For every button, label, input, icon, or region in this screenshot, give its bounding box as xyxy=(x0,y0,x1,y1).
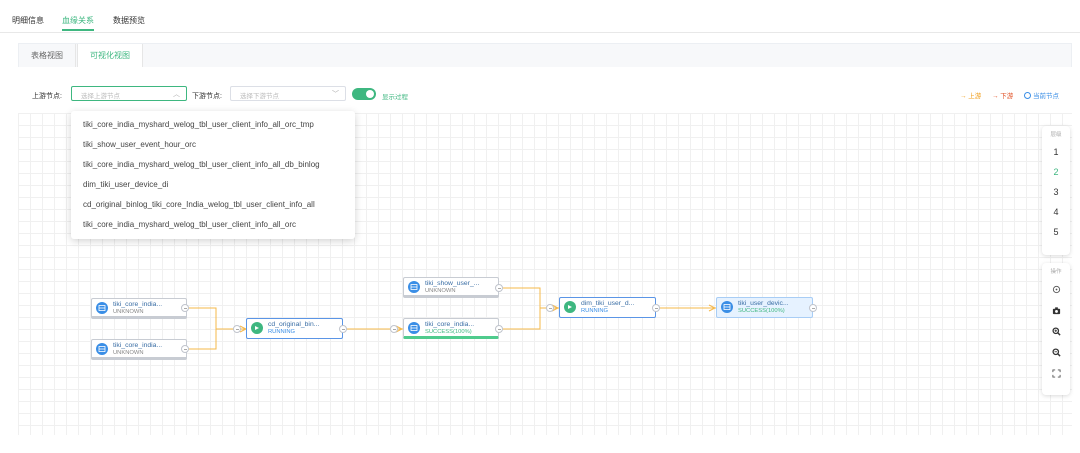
process-icon xyxy=(251,322,263,334)
lineage-node-current[interactable]: tiki_user_devic... SUCCESS(100%) xyxy=(716,297,813,318)
upstream-option[interactable]: dim_tiki_user_device_di xyxy=(83,180,169,189)
zoom-in-button[interactable] xyxy=(1042,321,1070,342)
level-5-button[interactable]: 5 xyxy=(1053,227,1059,237)
upstream-dropdown: tiki_core_india_myshard_welog_tbl_user_c… xyxy=(71,111,355,239)
node-status: RUNNING xyxy=(268,329,296,335)
expand-handle[interactable] xyxy=(546,304,554,312)
node-name: tiki_core_india... xyxy=(113,301,163,308)
collapse-handle[interactable] xyxy=(652,304,660,312)
level-3-button[interactable]: 3 xyxy=(1053,187,1059,197)
legend-upstream: → 上游 xyxy=(960,93,982,100)
edge-5 xyxy=(499,308,541,330)
arrow-3 xyxy=(551,304,560,312)
downstream-select[interactable]: 选择下游节点 ﹀ xyxy=(230,86,346,101)
show-process-toggle[interactable] xyxy=(352,88,376,100)
table-icon xyxy=(408,322,420,334)
edge-1 xyxy=(188,307,246,330)
legend-current-label: 当前节点 xyxy=(1033,93,1059,100)
circle-icon xyxy=(1024,92,1031,99)
upstream-option[interactable]: tiki_core_india_myshard_welog_tbl_user_c… xyxy=(83,160,320,169)
node-status: SUCCESS(100%) xyxy=(425,329,472,335)
arrow-2 xyxy=(395,325,404,333)
lineage-node[interactable]: tiki_core_india... SUCCESS(100%) xyxy=(403,318,499,339)
operations-panel: 操作 xyxy=(1042,263,1070,395)
node-name: cd_original_bin... xyxy=(268,321,320,328)
collapse-handle[interactable] xyxy=(181,345,189,353)
collapse-handle[interactable] xyxy=(495,325,503,333)
node-status: UNKNOWN xyxy=(425,288,456,294)
show-process-label: 显示过程 xyxy=(382,94,408,101)
tab-table-view[interactable]: 表格视图 xyxy=(19,44,76,68)
zoom-out-icon xyxy=(1051,348,1061,357)
tab-visual-view[interactable]: 可视化视图 xyxy=(77,44,143,68)
upstream-placeholder: 选择上游节点 xyxy=(81,93,120,100)
node-name: tiki_core_india... xyxy=(425,321,475,328)
process-icon xyxy=(564,301,576,313)
lineage-node[interactable]: tiki_show_user_... UNKNOWN xyxy=(403,277,499,298)
node-status: SUCCESS(100%) xyxy=(738,308,785,314)
zoom-in-icon xyxy=(1051,327,1061,336)
edge-2 xyxy=(188,329,217,350)
tab-lineage[interactable]: 血缘关系 xyxy=(62,16,94,31)
fit-screen-button[interactable] xyxy=(1042,363,1070,384)
camera-icon xyxy=(1052,307,1060,315)
table-icon xyxy=(721,301,733,313)
level-2-button[interactable]: 2 xyxy=(1053,167,1059,177)
levels-panel: 层级 1 2 3 4 5 xyxy=(1042,126,1070,255)
upstream-option[interactable]: tiki_core_india_myshard_welog_tbl_user_c… xyxy=(83,120,314,129)
locate-button[interactable] xyxy=(1042,279,1070,300)
table-icon xyxy=(96,343,108,355)
node-status: UNKNOWN xyxy=(113,350,144,356)
lineage-node[interactable]: tiki_core_india... UNKNOWN xyxy=(91,298,187,319)
downstream-label: 下游节点: xyxy=(192,93,222,100)
collapse-handle[interactable] xyxy=(495,284,503,292)
table-icon xyxy=(96,302,108,314)
locate-icon xyxy=(1052,285,1060,294)
collapse-handle[interactable] xyxy=(339,325,347,333)
node-name: tiki_show_user_... xyxy=(425,280,480,287)
upstream-option[interactable]: tiki_core_india_myshard_welog_tbl_user_c… xyxy=(83,220,297,229)
legend-downstream: → 下游 xyxy=(992,93,1014,100)
expand-handle[interactable] xyxy=(233,325,241,333)
upstream-option[interactable]: tiki_show_user_event_hour_orc xyxy=(83,140,196,149)
chevron-up-icon: ︿ xyxy=(173,91,180,98)
node-name: dim_tiki_user_d... xyxy=(581,300,635,307)
expand-handle[interactable] xyxy=(390,325,398,333)
node-name: tiki_core_india... xyxy=(113,342,163,349)
downstream-placeholder: 选择下游节点 xyxy=(240,93,279,100)
tab-detail-info[interactable]: 明细信息 xyxy=(12,16,44,25)
upstream-label: 上游节点: xyxy=(32,93,62,100)
chevron-down-icon: ﹀ xyxy=(332,91,339,98)
zoom-out-button[interactable] xyxy=(1042,342,1070,363)
level-4-button[interactable]: 4 xyxy=(1053,207,1059,217)
top-tab-bar: 明细信息 血缘关系 数据预览 xyxy=(0,0,1080,33)
node-status: RUNNING xyxy=(581,308,609,314)
node-name: tiki_user_devic... xyxy=(738,300,789,307)
lineage-node[interactable]: cd_original_bin... RUNNING xyxy=(246,318,343,339)
arrow-4 xyxy=(708,304,717,312)
table-icon xyxy=(408,281,420,293)
operations-title: 操作 xyxy=(1050,269,1062,275)
lineage-node[interactable]: dim_tiki_user_d... RUNNING xyxy=(559,297,656,318)
lineage-node[interactable]: tiki_core_india... UNKNOWN xyxy=(91,339,187,360)
collapse-handle[interactable] xyxy=(181,304,189,312)
upstream-select[interactable]: 选择上游节点 ︿ xyxy=(71,86,187,101)
levels-title: 层级 xyxy=(1050,132,1062,138)
level-1-button[interactable]: 1 xyxy=(1053,147,1059,157)
expand-handle[interactable] xyxy=(809,304,817,312)
snapshot-button[interactable] xyxy=(1042,300,1070,321)
upstream-option[interactable]: cd_original_binlog_tiki_core_India_welog… xyxy=(83,200,315,209)
fit-screen-icon xyxy=(1051,369,1061,378)
tab-data-preview[interactable]: 数据预览 xyxy=(113,16,145,25)
legend-current: 当前节点 xyxy=(1024,90,1059,100)
node-status: UNKNOWN xyxy=(113,309,144,315)
